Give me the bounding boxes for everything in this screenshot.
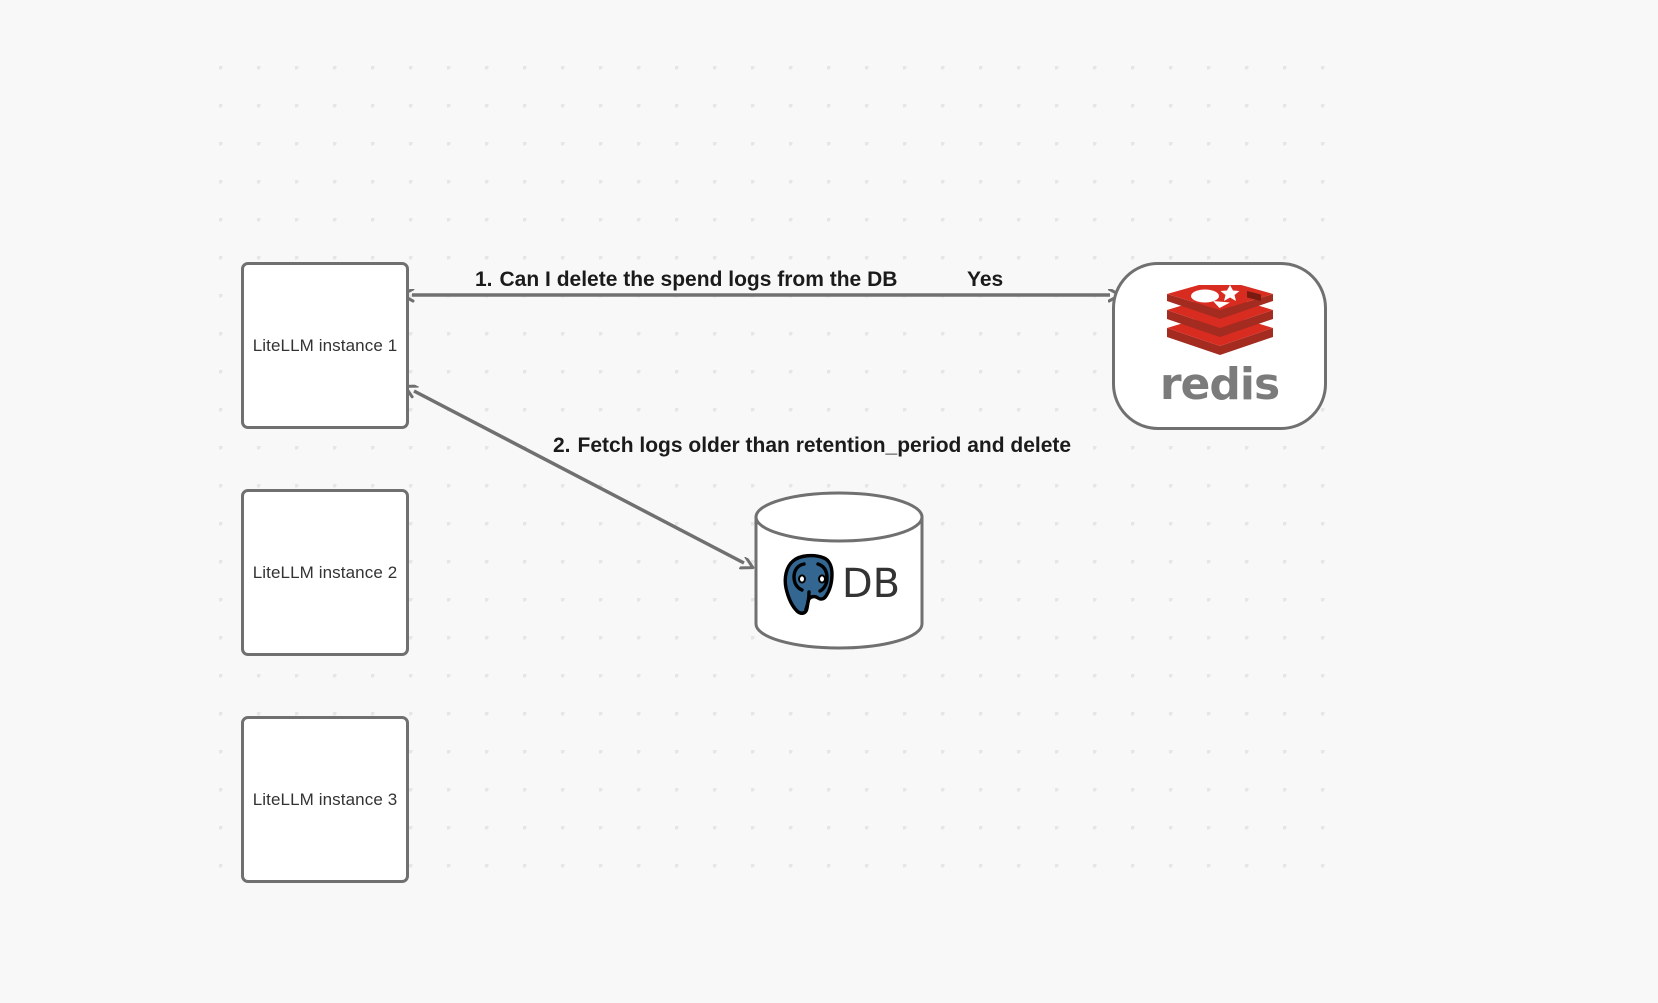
grid-mask-right	[1338, 0, 1658, 1003]
edge-1-label: 1. Can I delete the spend logs from the D…	[475, 268, 898, 291]
redis-wordmark-label: redis	[1159, 359, 1280, 410]
postgresql-elephant-icon	[783, 553, 834, 615]
node-redis[interactable]: redis	[1112, 262, 1327, 430]
node-litellm-instance-2[interactable]: LiteLLM instance 2	[241, 489, 409, 656]
edge-1-label-number: 1.	[475, 268, 493, 291]
edge-1-reply-label: Yes	[967, 268, 1004, 291]
node-database[interactable]: DB	[753, 491, 925, 650]
grid-mask-left	[0, 0, 210, 1003]
edge-litellm1-database	[414, 391, 744, 563]
redis-logo-icon	[1166, 285, 1273, 355]
node-litellm-instance-2-label: LiteLLM instance 2	[252, 562, 398, 582]
edge-2-label-number: 2.	[553, 434, 571, 457]
database-label: DB	[841, 560, 901, 607]
node-litellm-instance-1-label: LiteLLM instance 1	[252, 335, 398, 355]
node-litellm-instance-1[interactable]: LiteLLM instance 1	[241, 262, 409, 429]
edge-1-label-text: Can I delete the spend logs from the DB	[499, 268, 898, 291]
edge-2-label: 2. Fetch logs older than retention_period…	[553, 434, 1072, 457]
edge-2-label-text: Fetch logs older than retention_period a…	[577, 434, 1072, 457]
node-litellm-instance-3-label: LiteLLM instance 3	[252, 789, 398, 809]
node-litellm-instance-3[interactable]: LiteLLM instance 3	[241, 716, 409, 883]
database-cylinder-shape	[754, 491, 924, 650]
